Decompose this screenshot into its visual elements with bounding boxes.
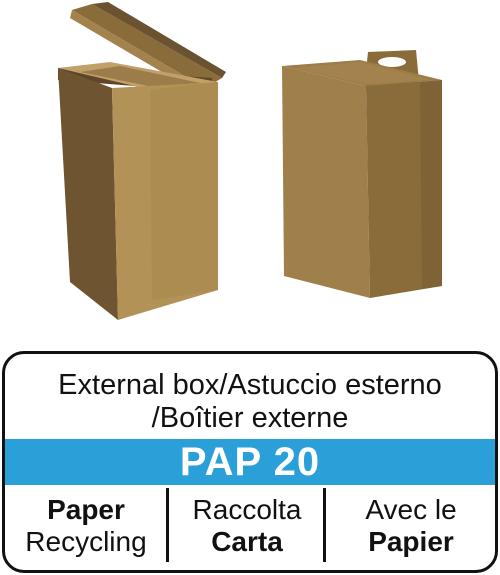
disposal-fr-line2: Papier [368, 526, 454, 557]
disposal-column-english: Paper Recycling [5, 494, 167, 569]
label-title-line1: External box/Astuccio esterno [58, 369, 442, 401]
disposal-it-line1: Raccolta [192, 494, 302, 525]
disposal-column-italian: Raccolta Carta [171, 494, 323, 569]
label-title-line2: /Boîtier externe [151, 402, 349, 434]
disposal-en-line2: Recycling [25, 526, 147, 557]
disposal-column-french: Avec le Papier [327, 494, 495, 569]
open-flap-box-icon [58, 2, 226, 320]
column-divider [166, 488, 169, 562]
disposal-fr-line1: Avec le [365, 494, 457, 525]
disposal-it-line2: Carta [211, 526, 283, 557]
material-code-band: PAP 20 [5, 439, 495, 485]
recycling-label: External box/Astuccio esterno /Boîtier e… [2, 351, 498, 573]
column-divider [323, 488, 326, 562]
box-illustrations [58, 2, 442, 320]
disposal-en-line1: Paper [47, 494, 125, 525]
hanger-tab-box-icon [282, 50, 442, 298]
